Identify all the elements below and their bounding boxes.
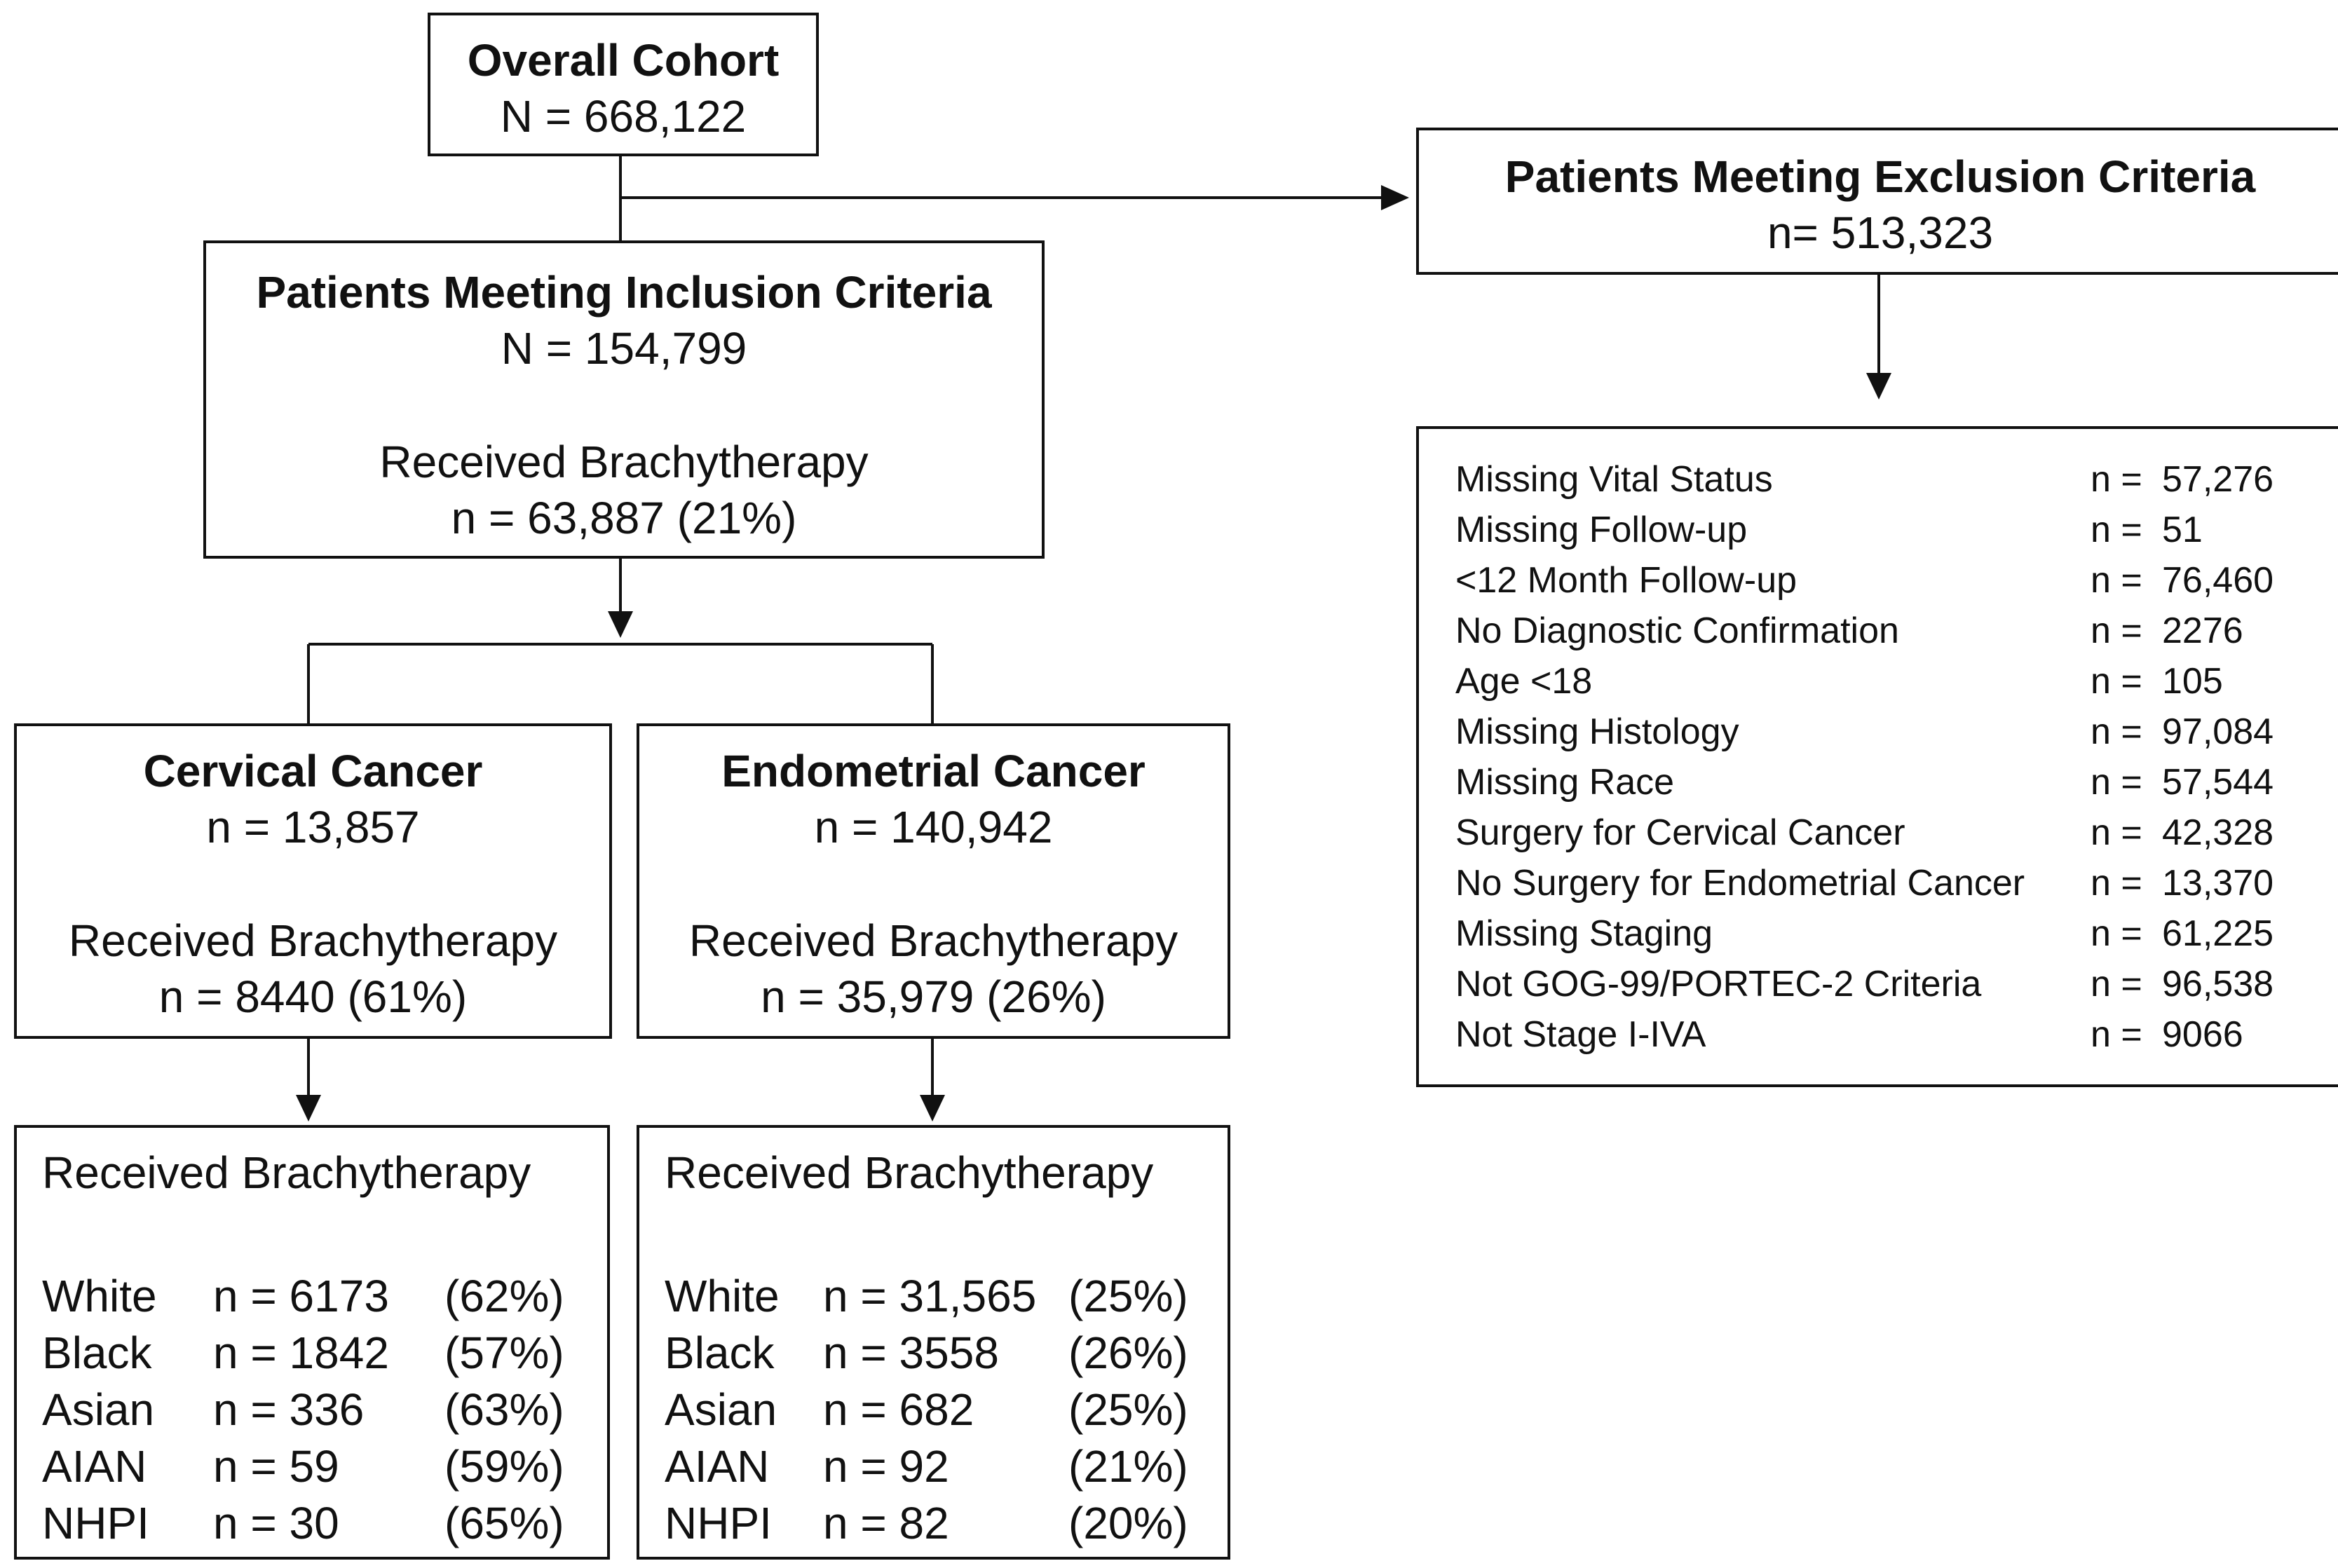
race-label: AIAN: [665, 1441, 770, 1492]
race-count: n = 682: [823, 1384, 974, 1435]
exclusion-reason-label: No Surgery for Endometrial Cancer: [1455, 863, 2025, 904]
exclusion-reason-label: Surgery for Cervical Cancer: [1455, 812, 1905, 853]
race-percent: (25%): [1068, 1384, 1188, 1435]
exclusion-reason-value: 96,538: [2162, 964, 2274, 1004]
exclusion-reason-label: Missing Vital Status: [1455, 459, 1773, 500]
inclusion-count: N = 154,799: [501, 323, 747, 374]
exclusion-reason-prefix: n =: [2091, 863, 2142, 904]
exclusion-reason-prefix: n =: [2091, 762, 2142, 803]
race-label: AIAN: [42, 1441, 147, 1492]
exclusion-reason-label: Missing Race: [1455, 762, 1675, 803]
race-percent: (57%): [444, 1328, 564, 1378]
exclusion-reason-prefix: n =: [2091, 661, 2142, 702]
cervical-race-header: Received Brachytherapy: [42, 1147, 531, 1198]
exclusion-reason-value: 76,460: [2162, 560, 2274, 601]
race-label: Asian: [665, 1384, 777, 1435]
race-count: n = 59: [213, 1441, 339, 1492]
race-percent: (21%): [1068, 1441, 1188, 1492]
exclusion-reason-label: Missing Follow-up: [1455, 510, 1748, 550]
exclusion-arrowhead: [1381, 185, 1409, 210]
endometrial-race-box: Received Brachytherapy White n = 31,565 (2…: [637, 1125, 1230, 1560]
endometrial-brachy-label: Received Brachytherapy: [688, 915, 1178, 966]
cervical-count: n = 13,857: [206, 802, 420, 852]
race-percent: (20%): [1068, 1498, 1188, 1548]
exclusion-title: Patients Meeting Exclusion Criteria: [1504, 151, 2256, 202]
inclusion-arrowhead: [608, 611, 633, 638]
exclusion-reason-prefix: n =: [2091, 1014, 2142, 1055]
exclusion-reason-label: <12 Month Follow-up: [1455, 560, 1797, 601]
race-label: NHPI: [42, 1498, 149, 1548]
race-count: n = 92: [823, 1441, 949, 1492]
cervical-title: Cervical Cancer: [143, 746, 483, 796]
exclusion-reason-prefix: n =: [2091, 711, 2142, 752]
cervical-race-box: Received Brachytherapy White n = 6173 (62%…: [14, 1125, 610, 1560]
exclusion-reason-label: Not GOG-99/PORTEC-2 Criteria: [1455, 964, 1982, 1004]
cervical-cancer-box: Cervical Cancer n = 13,857 Received Brac…: [14, 723, 612, 1039]
exclusion-reason-value: 9066: [2162, 1014, 2243, 1055]
race-label: White: [665, 1271, 780, 1321]
race-count: n = 1842: [213, 1328, 389, 1378]
race-percent: (26%): [1068, 1328, 1188, 1378]
race-label: Asian: [42, 1384, 155, 1435]
cervical-brachy-count: n = 8440 (61%): [158, 972, 468, 1022]
exclusion-reason-prefix: n =: [2091, 560, 2142, 601]
race-percent: (62%): [444, 1271, 564, 1321]
exclusion-reason-label: No Diagnostic Confirmation: [1455, 611, 1899, 651]
exclusion-reason-label: Age <18: [1455, 661, 1593, 702]
race-label: Black: [665, 1328, 775, 1378]
race-percent: (65%): [444, 1498, 564, 1548]
exclusion-reason-value: 51: [2162, 510, 2203, 550]
race-label: NHPI: [665, 1498, 772, 1548]
exclusion-reason-label: Missing Histology: [1455, 711, 1739, 752]
race-count: n = 82: [823, 1498, 949, 1548]
exclusion-reason-prefix: n =: [2091, 913, 2142, 954]
cervical-arrowhead: [296, 1095, 321, 1122]
race-percent: (59%): [444, 1441, 564, 1492]
endometrial-cancer-box: Endometrial Cancer n = 140,942 Received …: [637, 723, 1230, 1039]
race-label: White: [42, 1271, 157, 1321]
exclusion-reason-value: 61,225: [2162, 913, 2274, 954]
exclusion-list-arrowhead: [1866, 373, 1891, 400]
overall-cohort-box: Overall Cohort N = 668,122: [428, 13, 819, 156]
exclusion-reason-prefix: n =: [2091, 459, 2142, 500]
endometrial-brachy-count: n = 35,979 (26%): [761, 972, 1106, 1022]
overall-cohort-title: Overall Cohort: [467, 35, 780, 86]
exclusion-reason-value: 2276: [2162, 611, 2243, 651]
inclusion-brachy-label: Received Brachytherapy: [379, 437, 869, 487]
inclusion-brachy-count: n = 63,887 (21%): [451, 493, 797, 543]
exclusion-reason-value: 57,276: [2162, 459, 2274, 500]
endometrial-count: n = 140,942: [814, 802, 1053, 852]
race-count: n = 336: [213, 1384, 365, 1435]
exclusion-reason-prefix: n =: [2091, 611, 2142, 651]
inclusion-title: Patients Meeting Inclusion Criteria: [256, 267, 992, 318]
exclusion-reason-value: 105: [2162, 661, 2223, 702]
cervical-brachy-label: Received Brachytherapy: [68, 915, 558, 966]
race-count: n = 31,565: [823, 1271, 1037, 1321]
exclusion-criteria-box: Patients Meeting Exclusion Criteria n= 5…: [1416, 128, 2338, 275]
exclusion-reason-value: 13,370: [2162, 863, 2274, 904]
race-count: n = 6173: [213, 1271, 389, 1321]
endometrial-race-header: Received Brachytherapy: [665, 1147, 1154, 1198]
race-label: Black: [42, 1328, 152, 1378]
exclusion-reason-prefix: n =: [2091, 510, 2142, 550]
exclusion-reason-value: 57,544: [2162, 762, 2274, 803]
overall-cohort-count: N = 668,122: [500, 91, 747, 142]
exclusion-reason-value: 97,084: [2162, 711, 2274, 752]
exclusion-reason-value: 42,328: [2162, 812, 2274, 853]
endometrial-arrowhead: [920, 1095, 945, 1122]
exclusion-reason-prefix: n =: [2091, 812, 2142, 853]
endometrial-title: Endometrial Cancer: [721, 746, 1146, 796]
race-count: n = 3558: [823, 1328, 999, 1378]
race-percent: (63%): [444, 1384, 564, 1435]
race-count: n = 30: [213, 1498, 339, 1548]
exclusion-reason-label: Missing Staging: [1455, 913, 1713, 954]
exclusion-reason-prefix: n =: [2091, 964, 2142, 1004]
exclusion-count: n= 513,323: [1767, 207, 1994, 258]
exclusion-reason-label: Not Stage I-IVA: [1455, 1014, 1706, 1055]
race-percent: (25%): [1068, 1271, 1188, 1321]
inclusion-criteria-box: Patients Meeting Inclusion Criteria N = …: [203, 240, 1045, 559]
